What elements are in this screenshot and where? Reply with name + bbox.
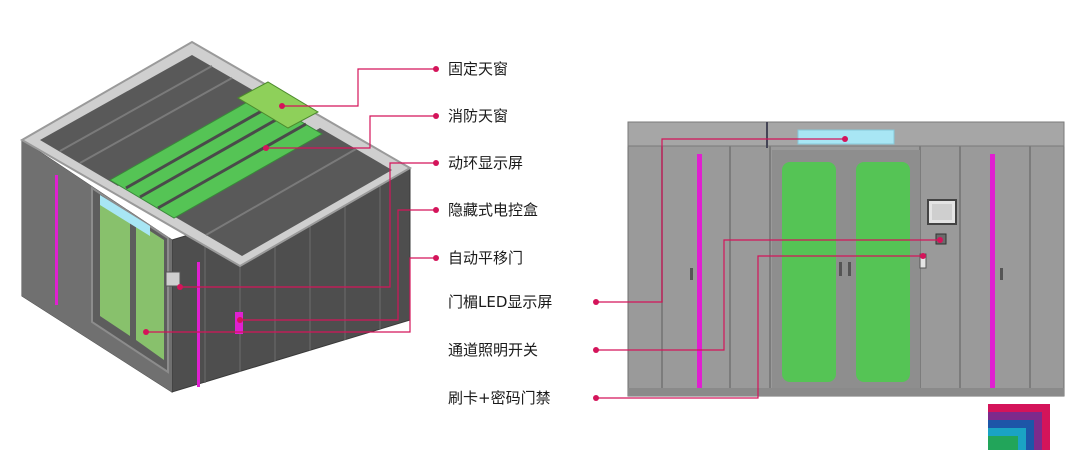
magenta-strip-front: [197, 262, 200, 387]
sliding-door-right-glass: [136, 222, 164, 360]
leader-hidden-control-box: [240, 209, 436, 321]
door-handle-left: [839, 262, 842, 276]
elevation-bottom-rail: [628, 388, 1064, 396]
card-reader-left: [235, 312, 243, 334]
label-fire-skylight: 消防天窗: [448, 107, 509, 125]
skylight-dividers: [125, 102, 307, 210]
leader-card-access: [596, 255, 923, 399]
door-handle-right: [848, 262, 851, 276]
top-indicator: [766, 122, 768, 148]
leader-env-display: [180, 162, 436, 288]
sliding-door-right: [856, 162, 910, 382]
label-aisle-light-switch: 通道照明开关: [448, 341, 539, 359]
label-fixed-skylight: 固定天窗: [448, 60, 509, 78]
elevation-magenta-left: [697, 154, 702, 394]
leader-aisle-light: [596, 239, 940, 351]
sliding-door-left: [782, 162, 836, 382]
leader-lintel-led: [596, 138, 845, 303]
label-hidden-control-box: 隐藏式电控盒: [448, 201, 539, 219]
magenta-strip-left: [55, 175, 58, 305]
elevation-magenta-right: [990, 154, 995, 394]
handle-left: [690, 268, 693, 280]
roof-panel-seams: [59, 65, 357, 236]
sliding-door-left-glass: [100, 200, 130, 336]
label-lintel-led-screen: 门楣LED显示屏: [448, 293, 553, 311]
label-card-password-access: 刷卡+密码门禁: [448, 389, 551, 407]
label-env-display: 动环显示屏: [448, 154, 524, 172]
label-auto-sliding-door: 自动平移门: [448, 249, 524, 267]
fixed-skylight-box: [236, 81, 320, 129]
leader-fire-skylight: [266, 115, 436, 149]
brand-logo-icon: [988, 404, 1050, 450]
lintel-led-bar: [100, 195, 150, 236]
env-display-inner: [932, 204, 952, 220]
handle-right: [1000, 268, 1003, 280]
roof-fire-skylights: [109, 95, 323, 219]
env-display-panel-left: [165, 271, 181, 287]
leader-fixed-skylight: [282, 68, 436, 107]
leader-auto-sliding-door: [146, 257, 436, 333]
